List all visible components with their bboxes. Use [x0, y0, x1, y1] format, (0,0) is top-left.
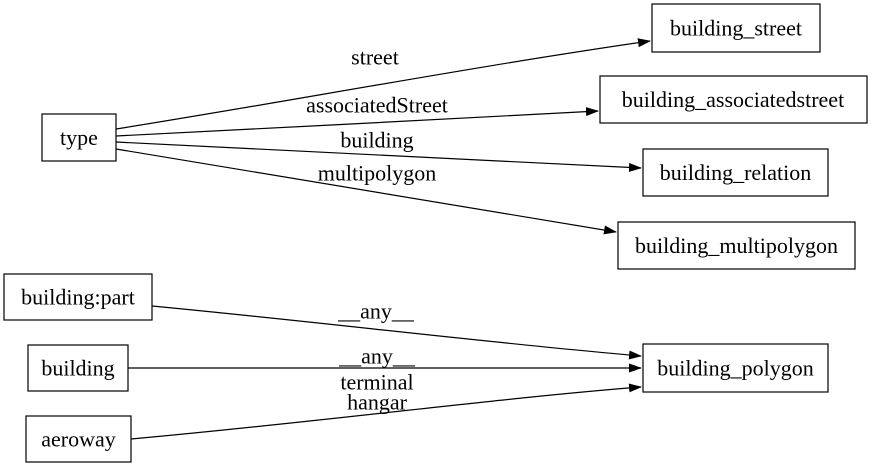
node-building_street-label: building_street — [670, 16, 802, 41]
node-building-part-label: building:part — [21, 285, 135, 310]
edge-buildingpart-building_polygon — [151, 305, 642, 360]
node-aeroway-label: aeroway — [41, 427, 116, 452]
edge-type-building_street — [115, 38, 651, 130]
node-type-label: type — [60, 125, 98, 150]
edge-label-hangar: hangar — [347, 390, 408, 415]
edge-type-building_relation — [115, 141, 642, 172]
edge-type-building_associatedstreet — [115, 107, 599, 137]
edge-label-multipolygon: multipolygon — [318, 161, 437, 186]
edge-label-street: street — [351, 45, 399, 70]
node-building_street: building_street — [651, 3, 821, 53]
edge-labels: street associatedStreet building multipo… — [306, 45, 448, 415]
edge-aeroway-building_polygon — [130, 383, 642, 440]
edge-label-terminal: terminal — [340, 370, 413, 395]
edge-label-any-2: __any__ — [338, 344, 416, 369]
node-building_relation: building_relation — [642, 148, 829, 197]
node-building_associatedstreet: building_associatedstreet — [599, 75, 868, 124]
node-aeroway: aeroway — [25, 415, 132, 463]
node-building-label: building — [41, 356, 114, 381]
node-building-part: building:part — [3, 273, 153, 321]
node-building_multipolygon-label: building_multipolygon — [635, 233, 838, 258]
node-building_polygon: building_polygon — [642, 343, 829, 393]
node-building_associatedstreet-label: building_associatedstreet — [622, 87, 844, 112]
edge-label-associatedstreet: associatedStreet — [306, 93, 448, 118]
node-building: building — [27, 344, 129, 392]
node-building_multipolygon: building_multipolygon — [617, 221, 856, 270]
edge-label-any-1: __any__ — [337, 299, 415, 324]
node-building_relation-label: building_relation — [660, 160, 812, 185]
edge-label-building: building — [340, 128, 413, 153]
edges — [115, 38, 651, 440]
node-type: type — [41, 113, 117, 162]
nodes: type building_street building_associated… — [3, 3, 868, 463]
node-building_polygon-label: building_polygon — [657, 356, 813, 381]
